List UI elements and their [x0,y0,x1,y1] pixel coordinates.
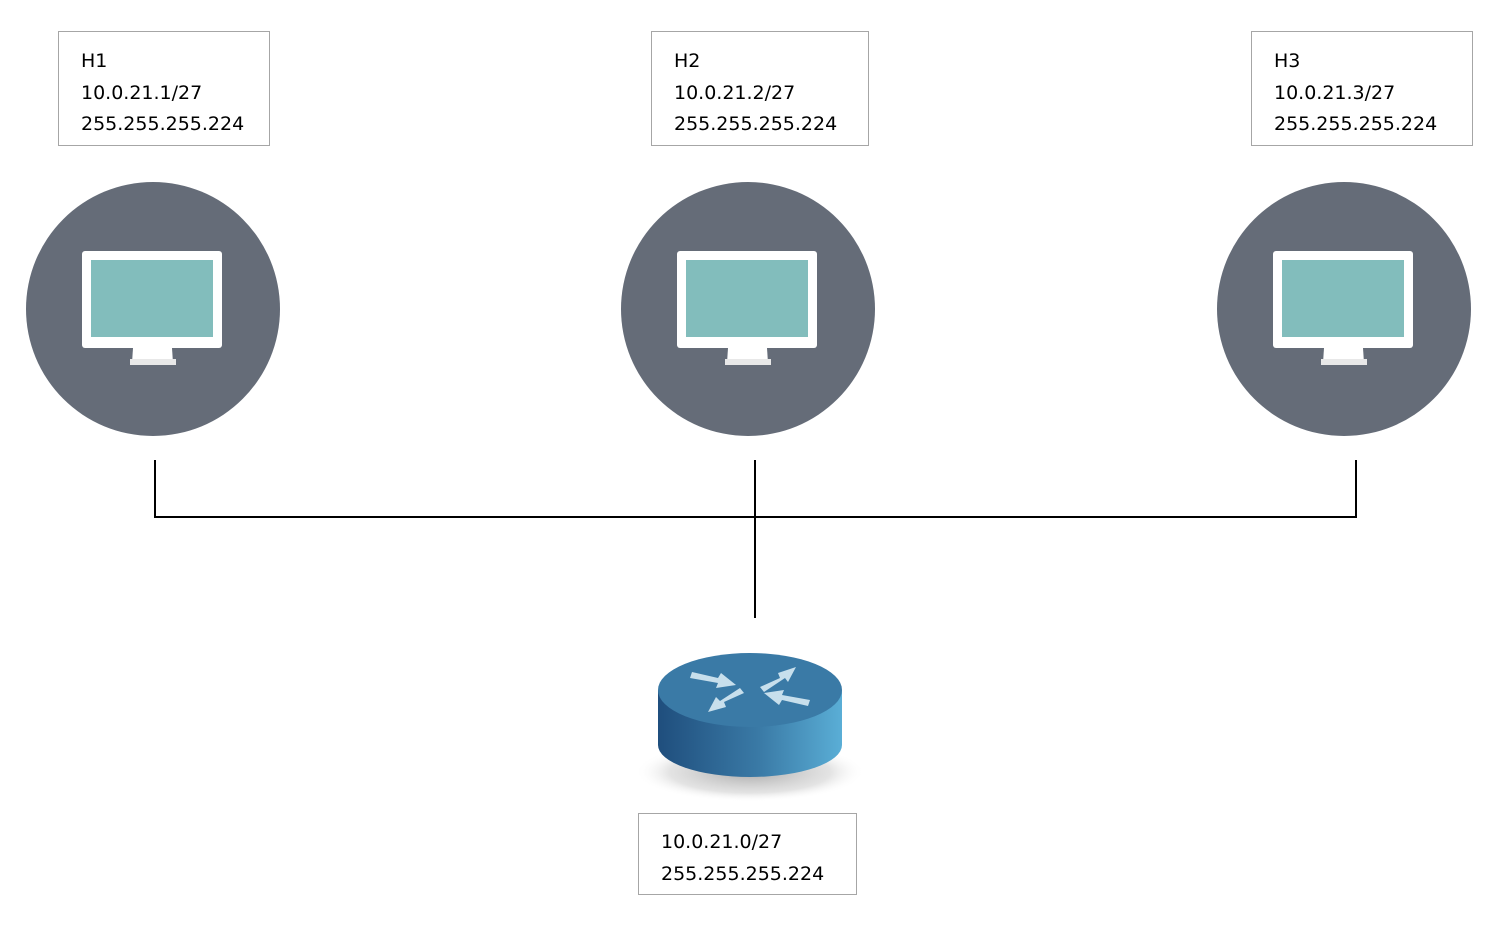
router-network: 10.0.21.0/27 [661,831,783,853]
host-mask: 255.255.255.224 [1274,113,1438,135]
router-label: 10.0.21.0/27 255.255.255.224 [638,813,857,895]
host-label-h3: H3 10.0.21.3/27 255.255.255.224 [1251,31,1473,146]
host-mask: 255.255.255.224 [674,113,838,135]
host-mask: 255.255.255.224 [81,113,245,135]
host-label-h1: H1 10.0.21.1/27 255.255.255.224 [58,31,270,146]
desktop-monitor-icon[interactable] [620,181,876,437]
router-mask: 255.255.255.224 [661,862,825,885]
router-icon[interactable] [630,640,870,810]
host-name: H1 [81,50,108,72]
host-ip: 10.0.21.3/27 [1274,81,1396,104]
host-name: H2 [674,50,701,72]
desktop-monitor-icon[interactable] [25,181,281,437]
desktop-monitor-icon[interactable] [1216,181,1472,437]
host-ip: 10.0.21.1/27 [81,81,203,104]
host-name: H3 [1274,50,1301,72]
host-ip: 10.0.21.2/27 [674,81,796,104]
host-label-h2: H2 10.0.21.2/27 255.255.255.224 [651,31,869,146]
